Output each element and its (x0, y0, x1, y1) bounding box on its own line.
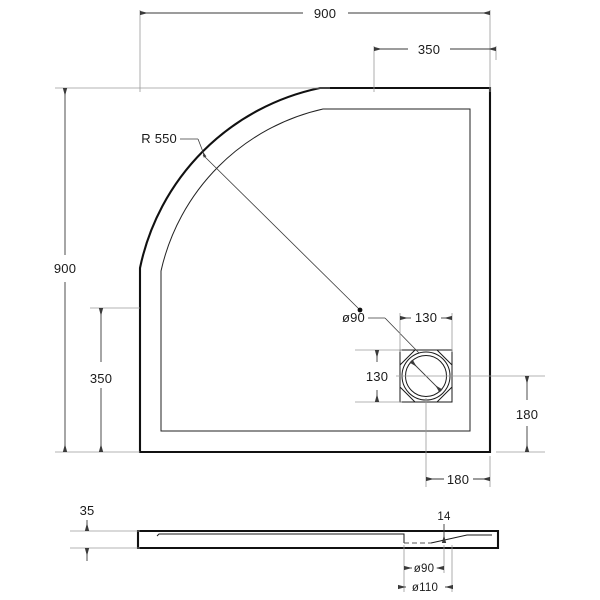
section-waste-slope (430, 534, 492, 544)
section-body-outline (136, 529, 500, 550)
label-drain-dia-90: ø90 (342, 310, 365, 325)
label-bottom-180: 180 (447, 472, 469, 487)
label-box-130-vertical: 130 (366, 369, 388, 384)
drain-dia-leader-angled (384, 317, 420, 354)
drain-octagon (399, 349, 453, 403)
radius-leader-arrow (197, 138, 207, 158)
label-height-900: 900 (54, 261, 76, 276)
plan-view: 900 350 900 350 R 550 (54, 6, 545, 487)
radius-center-point (357, 307, 363, 313)
tray-outer-outline (138, 86, 492, 454)
label-radius-550: R 550 (141, 131, 177, 146)
label-left-350: 350 (90, 371, 112, 386)
section-floor-line (156, 533, 405, 543)
label-right-180: 180 (516, 407, 538, 422)
label-bore-90: ø90 (414, 563, 434, 575)
label-box-130-horizontal: 130 (415, 310, 437, 325)
label-top-350: 350 (418, 42, 440, 57)
radius-line-to-center (202, 154, 361, 311)
label-thickness-35: 35 (80, 503, 95, 518)
tray-inner-outline (160, 108, 471, 432)
section-view: 35 14 ø90 ø110 (70, 503, 500, 594)
label-lip-14: 14 (437, 511, 451, 523)
label-width-900: 900 (314, 6, 336, 21)
label-outer-110: ø110 (412, 582, 438, 594)
